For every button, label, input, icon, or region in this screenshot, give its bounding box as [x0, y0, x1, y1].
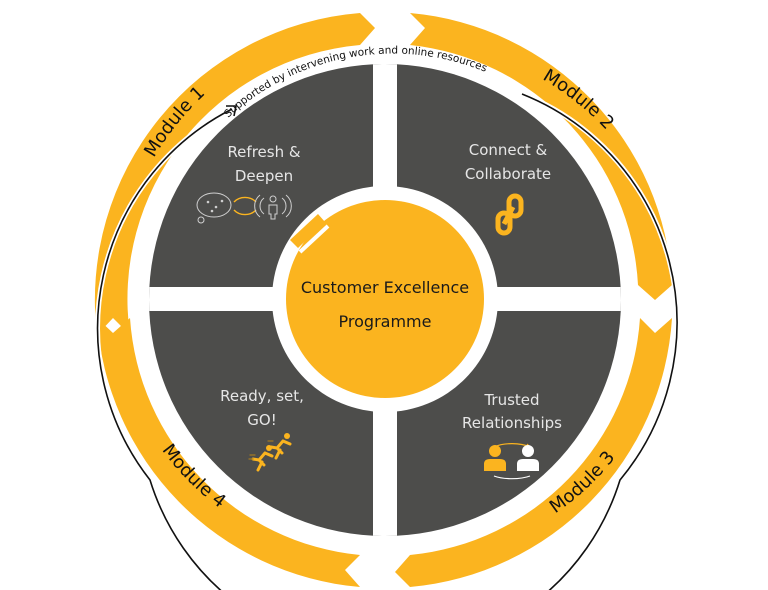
- quadrant-title-line1: Refresh &: [227, 143, 300, 161]
- quadrant-title-line1: Connect &: [469, 141, 548, 159]
- running-people-icon: [248, 433, 292, 472]
- quadrant-title-line2: Relationships: [462, 414, 562, 432]
- quadrant-title-line1: Ready, set,: [220, 387, 304, 405]
- module-3-arrow[interactable]: [395, 318, 672, 587]
- quadrant-title-line2: Collaborate: [465, 165, 551, 183]
- center-title-line2: Programme: [339, 312, 432, 331]
- module-4-arrow[interactable]: [97, 318, 360, 587]
- chain-link-icon: [495, 193, 524, 236]
- quadrant-connect-collaborate[interactable]: Connect & Collaborate: [465, 141, 551, 236]
- quadrant-title-line2: GO!: [247, 411, 276, 429]
- quadrant-title-line1: Trusted: [483, 391, 539, 409]
- quadrant-refresh-deepen[interactable]: Refresh & Deepen: [196, 143, 301, 224]
- quadrant-trusted-relationships[interactable]: Trusted Relationships: [462, 391, 562, 480]
- progress-line: [95, 90, 680, 590]
- thought-bubble-cycle-speaker-icon: [196, 192, 292, 224]
- arrowhead-icon: [226, 105, 237, 117]
- center-title-line1: Customer Excellence: [301, 278, 469, 297]
- quadrant-title-line2: Deepen: [235, 167, 293, 185]
- two-people-exchange-icon: [484, 443, 539, 480]
- center-circle[interactable]: [286, 200, 484, 398]
- module-2-arrow[interactable]: [410, 13, 672, 300]
- quadrant-ready-set-go[interactable]: Ready, set, GO!: [220, 387, 304, 472]
